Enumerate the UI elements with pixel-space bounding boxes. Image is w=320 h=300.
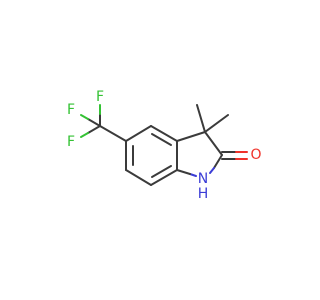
atom-f-left: F xyxy=(67,102,75,118)
bond-c3a-c4 xyxy=(150,125,178,142)
cf-bond-bottom-f xyxy=(80,132,89,138)
atom-f-bottom: F xyxy=(67,134,75,150)
methyl-bond-1 xyxy=(196,104,206,133)
cf-bond-left xyxy=(87,118,101,127)
bond-c6-c7 xyxy=(125,169,152,186)
bond-c3a-c4-inner xyxy=(151,133,172,146)
dimethyl-group xyxy=(196,104,229,133)
bond-c3-c2 xyxy=(204,131,223,156)
atom-hydrogen: H xyxy=(198,186,209,202)
atom-f-top: F xyxy=(96,89,104,105)
bond-n1-c7a-n xyxy=(189,173,197,177)
atom-nitrogen: N xyxy=(198,171,208,187)
bond-n1-c7a xyxy=(176,169,191,175)
benzene-ring xyxy=(125,125,178,186)
cf-bond-bottom xyxy=(87,125,101,134)
cf-bond-left-f xyxy=(80,114,89,120)
trifluoromethyl-group xyxy=(80,104,127,142)
bond-c2-n1-n xyxy=(209,167,215,174)
bond-c3a-c3 xyxy=(176,131,206,142)
molecule-structure: F F F O N H xyxy=(67,89,262,202)
bond-c7-c7a-inner xyxy=(151,165,172,178)
methyl-bond-2 xyxy=(204,114,229,133)
carbonyl-group xyxy=(221,151,248,160)
atom-oxygen: O xyxy=(250,147,261,163)
cf3-ring-bond xyxy=(99,125,127,142)
bond-c2-n1 xyxy=(213,154,223,169)
bond-c7-c7a xyxy=(150,169,178,186)
lactam-ring xyxy=(176,131,223,177)
bond-c4-c5 xyxy=(125,125,152,142)
